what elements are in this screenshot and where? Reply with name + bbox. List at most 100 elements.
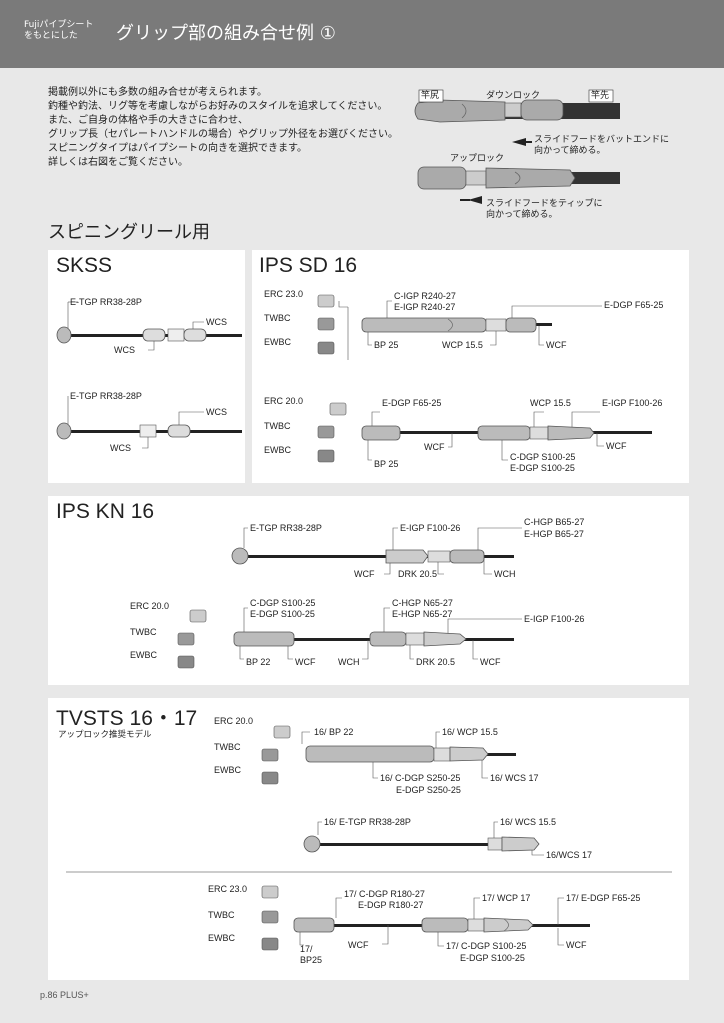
skss-b-wcs-right: WCS <box>206 407 227 417</box>
skss-illustration <box>56 301 242 449</box>
ipssd-b-ewbc: EWBC <box>264 445 291 455</box>
ipssd-a-erc: ERC 23.0 <box>264 289 304 299</box>
tvsts-illustration <box>66 725 672 951</box>
intro-line: 釣種や釣法、リグ等を考慮しながらお好みのスタイルを追求してください。 <box>48 101 388 112</box>
tvsts-a-edgp: E-DGP S250-25 <box>396 785 461 795</box>
tvsts-c-cdgp: 17/ C-DGP R180-27 <box>344 889 425 899</box>
tvsts-a-bp: 16/ BP 22 <box>314 727 354 737</box>
skss-b-etgp-label: E-TGP RR38-28P <box>70 391 142 401</box>
ipssd-a-c-igp: C-IGP R240-27 <box>394 291 456 301</box>
ipskn-a-wch: WCH <box>494 569 516 579</box>
tvsts-b-wcs: 16/ WCS 15.5 <box>500 817 557 827</box>
intro-line: また、ご自身の体格や手の大きさに合わせ、 <box>48 115 248 126</box>
ipskn-a-etgp: E-TGP RR38-28P <box>250 523 322 533</box>
ipssd-panel: IPS SD 16 ERC 23.0 T <box>252 250 689 483</box>
header-subtitle-line2: をもとにした <box>24 31 78 41</box>
down-lock-note: スライドフードをバットエンドに 向かって締める。 <box>534 135 669 157</box>
ipskn-a-chgp: C-HGP B65-27 <box>524 517 585 527</box>
tvsts-c-edgp3: E-DGP S100-25 <box>460 953 525 963</box>
tvsts-c-cdgp2: 17/ C-DGP S100-25 <box>446 941 527 951</box>
ipssd-a-bp: BP 25 <box>374 340 399 350</box>
ipssd-b-wcf2: WCF <box>606 441 627 451</box>
ipskn-b-ehgp: E-HGP N65-27 <box>392 609 453 619</box>
ipssd-b-erc: ERC 20.0 <box>264 396 304 406</box>
ipssd-b-wcp: WCP 15.5 <box>530 398 571 408</box>
skss-a-etgp-label: E-TGP RR38-28P <box>70 297 142 307</box>
down-lock-label: ダウンロック <box>486 91 541 101</box>
ipskn-b-wcf2: WCF <box>480 657 501 667</box>
ipssd-a-ewbc: EWBC <box>264 337 291 347</box>
ipssd-b-twbc: TWBC <box>264 421 291 431</box>
ipskn-b-cdgp: C-DGP S100-25 <box>250 598 316 608</box>
tvsts-c-wcf2: WCF <box>566 940 587 950</box>
ipskn-a-ehgp: E-HGP B65-27 <box>524 529 584 539</box>
header-subtitle-line1: Fujiパイプシート <box>24 20 94 30</box>
ipssd-a-wcf: WCF <box>546 340 567 350</box>
ipskn-panel: IPS KN 16 E-TGP RR38-28P E-IGP F100-26 <box>48 496 689 685</box>
ipssd-b-e-igp: E-IGP F100-26 <box>602 398 663 408</box>
ipskn-a-drk: DRK 20.5 <box>398 569 438 579</box>
tvsts-a-erc: ERC 20.0 <box>214 716 254 726</box>
skss-a-wcs-bottom: WCS <box>114 345 135 355</box>
tvsts-panel: TVSTS 16・17 アップロック推奨モデル <box>48 698 689 980</box>
tvsts-c-ewbc: EWBC <box>208 933 235 943</box>
skss-a-wcs-right: WCS <box>206 317 227 327</box>
tvsts-b-etgp: 16/ E-TGP RR38-28P <box>324 817 411 827</box>
ipssd-illustration <box>317 294 652 463</box>
tvsts-b-wcs2: 16/WCS 17 <box>546 850 593 860</box>
tvsts-a-wcs: 16/ WCS 17 <box>490 773 539 783</box>
ipssd-b-c-dgp: C-DGP S100-25 <box>510 452 576 462</box>
tvsts-c-wcf: WCF <box>348 940 369 950</box>
ipssd-a-twbc: TWBC <box>264 313 291 323</box>
ipskn-b-wcf1: WCF <box>295 657 316 667</box>
tvsts-c-bp: BP25 <box>300 955 323 965</box>
ipskn-b-erc: ERC 20.0 <box>130 601 170 611</box>
intro-line: 詳しくは右図をご覧ください。 <box>48 157 188 168</box>
tvsts-c-edgp: E-DGP R180-27 <box>358 900 424 910</box>
ipskn-b-chgp: C-HGP N65-27 <box>392 598 453 608</box>
page-footer: p.86 PLUS+ <box>40 990 89 1000</box>
page-header: Fujiパイプシート をもとにした グリップ部の組み合せ例 ① <box>0 0 724 68</box>
ipssd-b-bp: BP 25 <box>374 459 399 469</box>
ipssd-b-e-dgp: E-DGP F65-25 <box>382 398 442 408</box>
skss-b-wcs-bottom: WCS <box>110 443 131 453</box>
ipskn-b-bp: BP 22 <box>246 657 271 667</box>
ipskn-b-twbc: TWBC <box>130 627 157 637</box>
tvsts-a-twbc: TWBC <box>214 742 241 752</box>
tvsts-c-wcp: 17/ WCP 17 <box>482 893 531 903</box>
ipssd-b-e-dgp2: E-DGP S100-25 <box>510 463 575 473</box>
ipskn-title: IPS KN 16 <box>56 500 155 523</box>
tvsts-a-wcp: 16/ WCP 15.5 <box>442 727 498 737</box>
ipskn-a-eigp: E-IGP F100-26 <box>400 523 461 533</box>
ipskn-b-wch: WCH <box>338 657 360 667</box>
up-lock-note-line2: 向かって締める。 <box>486 210 558 220</box>
ipssd-a-wcp: WCP 15.5 <box>442 340 483 350</box>
ipskn-illustration <box>177 527 522 669</box>
tvsts-c-twbc: TWBC <box>208 910 235 920</box>
tvsts-a-cdgp: 16/ C-DGP S250-25 <box>380 773 461 783</box>
ipssd-a-e-igp: E-IGP R240-27 <box>394 302 456 312</box>
intro-line: グリップ長（セパレートハンドルの場合）やグリップ外径をお選びください。 <box>48 129 398 140</box>
tvsts-a-ewbc: EWBC <box>214 765 241 775</box>
tvsts-subtitle: アップロック推奨モデル <box>58 730 152 740</box>
intro-line: スピニングタイプはパイプシートの向きを選択できます。 <box>48 143 307 154</box>
tvsts-c-bp-prefix: 17/ <box>300 944 313 954</box>
ipskn-a-wcf: WCF <box>354 569 375 579</box>
ipskn-b-eigp: E-IGP F100-26 <box>524 614 585 624</box>
page-title: グリップ部の組み合せ例 ① <box>116 23 336 44</box>
butt-label: 竿尻 <box>421 91 440 101</box>
tvsts-title: TVSTS 16・17 <box>56 707 198 730</box>
down-lock-note-line1: スライドフードをバットエンドに <box>534 135 670 145</box>
ipssd-title: IPS SD 16 <box>259 254 358 277</box>
skss-title: SKSS <box>56 254 113 277</box>
ipssd-b-wcf1: WCF <box>424 442 445 452</box>
ipssd-a-e-dgp: E-DGP F65-25 <box>604 300 664 310</box>
down-lock-note-line2: 向かって締める。 <box>534 146 606 156</box>
up-lock-label: アップロック <box>450 154 505 164</box>
tip-label: 竿先 <box>591 91 610 101</box>
ipskn-b-ewbc: EWBC <box>130 650 157 660</box>
intro-text: 掲載例以外にも多数の組み合せが考えられます。 釣種や釣法、リグ等を考慮しながらお… <box>48 86 428 170</box>
lock-diagram-illustration <box>414 89 620 204</box>
ipskn-b-drk: DRK 20.5 <box>416 657 456 667</box>
skss-panel: SKSS E-TGP RR38-28P WCS WCS E-TGP RR38-2… <box>48 250 245 483</box>
